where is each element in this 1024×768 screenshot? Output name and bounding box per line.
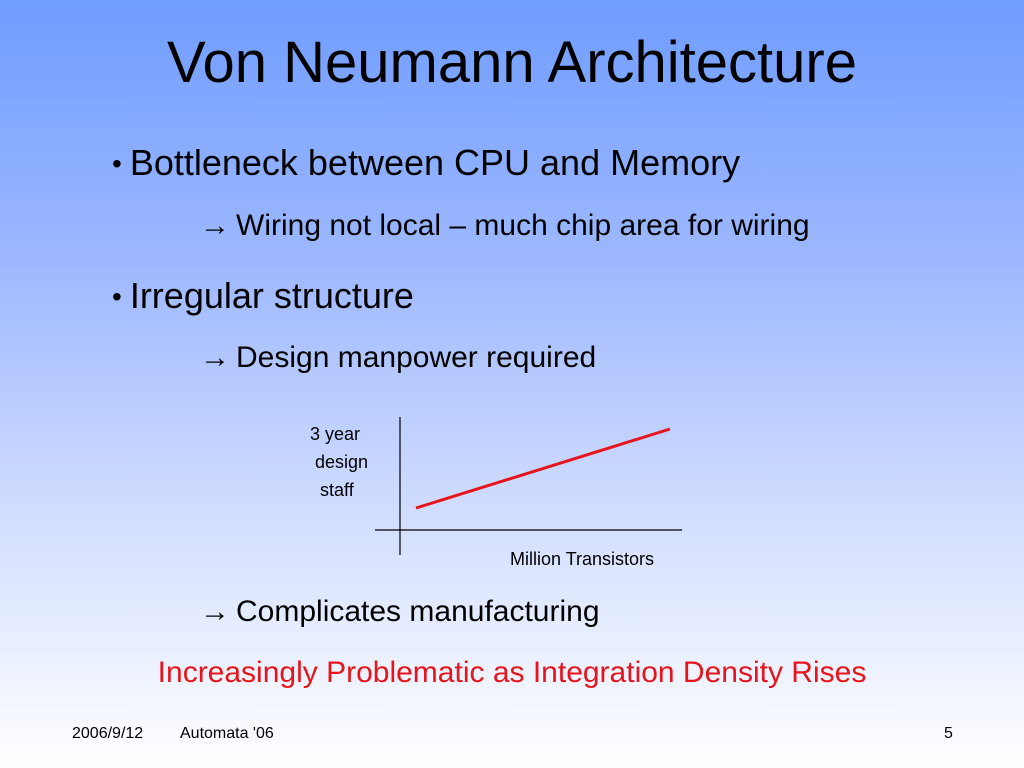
sub-point-text: Complicates manufacturing: [236, 595, 600, 628]
bullet-dot: •: [112, 148, 122, 179]
arrow-right-icon: →: [200, 595, 230, 628]
series-line: [415, 427, 671, 510]
footer-event: Automata '06: [180, 725, 274, 742]
slide-title: Von Neumann Architecture: [167, 30, 857, 95]
footer-date: 2006/9/12: [72, 725, 144, 742]
chart-y-axis-label: 3 year design staff: [310, 420, 368, 504]
y-label-line-2: design: [310, 452, 369, 472]
bullet-dot: •: [112, 281, 122, 312]
bullet-text: Bottleneck between CPU and Memory: [129, 142, 741, 183]
arrow-right-icon: →: [200, 209, 230, 242]
chart-x-axis-label: Million Transistors: [510, 549, 655, 569]
sub-point-manpower: →Design manpower required: [200, 340, 596, 376]
sub-point-text: Wiring not local – much chip area for wi…: [236, 209, 810, 242]
highlight-statement: Increasingly Problematic as Integration …: [157, 656, 867, 689]
footer-page-number: 5: [944, 725, 953, 742]
sub-point-wiring: →Wiring not local – much chip area for w…: [200, 208, 810, 244]
sub-point-manufacturing: →Complicates manufacturing: [200, 594, 600, 630]
y-label-line-1: 3 year: [310, 424, 361, 444]
bullet-bottleneck: •Bottleneck between CPU and Memory: [112, 142, 740, 185]
design-staff-chart: [375, 417, 682, 555]
sub-point-text: Design manpower required: [236, 341, 597, 374]
bullet-irregular: •Irregular structure: [112, 275, 414, 318]
arrow-right-icon: →: [200, 341, 230, 374]
y-label-line-3: staff: [310, 480, 354, 500]
bullet-text: Irregular structure: [129, 275, 414, 316]
